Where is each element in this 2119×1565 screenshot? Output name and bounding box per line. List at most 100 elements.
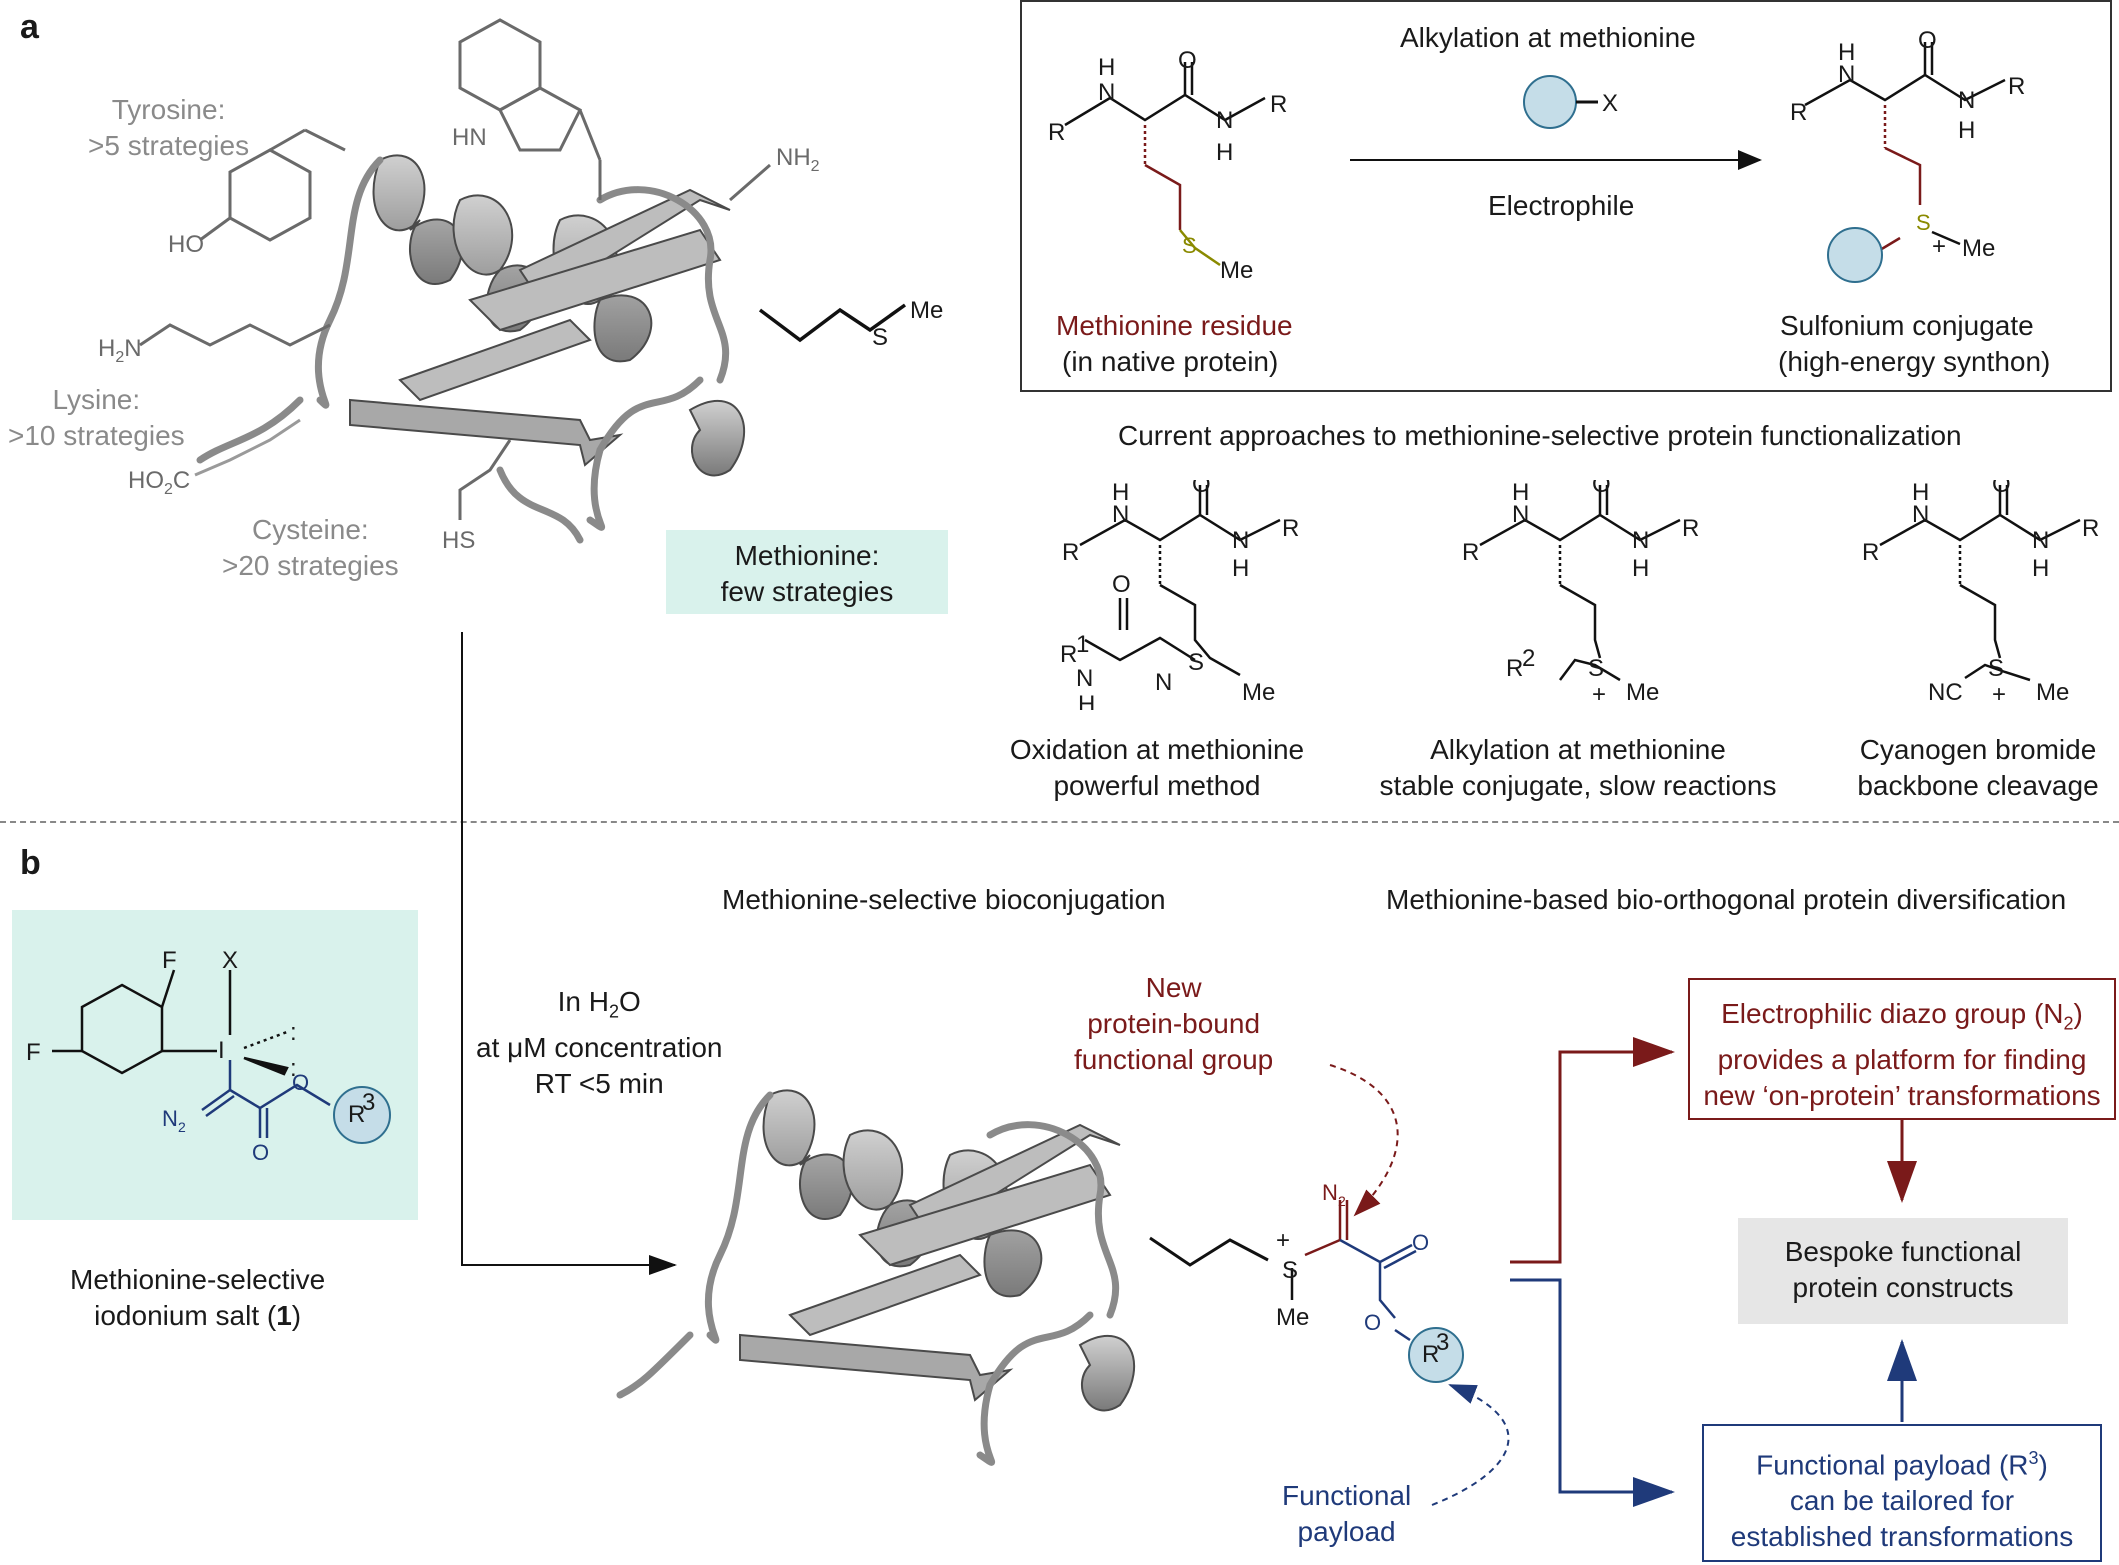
svg-text:N: N — [1322, 1180, 1338, 1205]
new-group-label: New protein-bound functional group — [1074, 970, 1273, 1078]
payload-line2: payload — [1297, 1516, 1396, 1547]
h2n-label: H2N — [98, 335, 142, 366]
svg-text:3: 3 — [362, 1089, 375, 1116]
svg-text:S: S — [1988, 655, 2004, 682]
svg-text:+: + — [1592, 681, 1606, 708]
diazo-line3: new ‘on-protein’ transformations — [1703, 1079, 2101, 1111]
svg-text:R: R — [1282, 515, 1299, 542]
reaction-scheme: X O N H R N H R S Me O N H R N H R S + M… — [1048, 27, 2025, 284]
approach-1-line1: Oxidation at methionine — [1009, 734, 1305, 765]
reagent-caption-line2: iodonium salt (1) — [70, 1298, 325, 1334]
svg-text:N: N — [1112, 501, 1129, 528]
svg-text:S: S — [1188, 649, 1204, 676]
ho2c-label: HO2C — [128, 467, 190, 498]
bioconjugation-title: Methionine-selective bioconjugation — [722, 884, 1166, 915]
reaction-title: Alkylation at methionine — [1400, 22, 1696, 53]
svg-text:O: O — [1992, 480, 2011, 498]
methionine-label: Methionine: few strategies — [666, 530, 948, 614]
svg-text:N: N — [1912, 501, 1929, 528]
reaction-arrow-label: Electrophile — [1488, 190, 1635, 221]
svg-text:2: 2 — [1522, 645, 1535, 672]
tyrosine-count: >5 strategies — [88, 130, 250, 161]
svg-text:O: O — [1178, 47, 1197, 74]
nh2-label: NH2 — [776, 144, 820, 175]
svg-text:S: S — [1916, 210, 1931, 235]
svg-text:+: + — [1992, 681, 2006, 708]
svg-text:S: S — [1282, 1257, 1298, 1284]
approach-3-line2: backbone cleavage — [1857, 770, 2099, 801]
lysine-label: Lysine: >10 strategies — [8, 382, 185, 454]
approach-1-caption: Oxidation at methionine powerful method — [1004, 732, 1310, 804]
reaction-box — [1020, 0, 2112, 392]
svg-text:+: + — [1932, 233, 1946, 260]
svg-text:H: H — [1232, 555, 1249, 582]
sulfonium-sub: (high-energy synthon) — [1778, 346, 2051, 377]
payload-box-line1-sup: 3 — [2028, 1448, 2039, 1468]
svg-text:NC: NC — [1928, 679, 1963, 706]
diazo-platform-box: Electrophilic diazo group (N2) provides … — [1688, 978, 2116, 1120]
svg-text::: : — [290, 1019, 297, 1046]
svg-text:N: N — [1838, 61, 1855, 88]
cysteine-count: >20 strategies — [222, 550, 399, 581]
svg-text:O: O — [292, 1070, 309, 1095]
approach-2-line1: Alkylation at methionine — [1430, 734, 1726, 765]
svg-text:R: R — [1048, 119, 1065, 146]
methionine-name: Methionine: — [734, 540, 880, 571]
methionine-residue-sub: (in native protein) — [1062, 346, 1279, 377]
svg-text:R: R — [1790, 99, 1807, 126]
cysteine-label: Cysteine: >20 strategies — [222, 512, 399, 584]
tyrosine-label: Tyrosine: >5 strategies — [88, 92, 249, 164]
new-group-line3: functional group — [1074, 1044, 1274, 1075]
approach-3-line1: Cyanogen bromide — [1859, 734, 2097, 765]
svg-text:Me: Me — [1962, 235, 1995, 262]
svg-text:H: H — [1632, 555, 1649, 582]
svg-text:X: X — [222, 947, 238, 974]
iodonium-reagent-box — [12, 910, 418, 1220]
svg-text:N: N — [2032, 527, 2049, 554]
svg-text:R: R — [1862, 539, 1879, 566]
svg-text:O: O — [1412, 1230, 1429, 1255]
reagent-caption: Methionine-selective iodonium salt (1) — [70, 1262, 325, 1334]
new-group-line2: protein-bound — [1087, 1008, 1261, 1039]
svg-text:R: R — [2082, 515, 2099, 542]
reagent-x: X — [1602, 90, 1618, 117]
svg-text:S: S — [1182, 233, 1197, 258]
reagent-caption-close: ) — [291, 1300, 302, 1331]
ho-label: HO — [168, 231, 204, 258]
payload-label: Functional payload — [1282, 1478, 1411, 1550]
svg-text:N: N — [1632, 527, 1649, 554]
svg-text:R: R — [1062, 539, 1079, 566]
payload-box-line3: established transformations — [1730, 1521, 2074, 1553]
svg-text:H: H — [1912, 480, 1929, 506]
cysteine-name: Cysteine: — [251, 514, 369, 545]
hn-label: HN — [452, 124, 487, 151]
payload-tailored-box: Functional payload (R3) can be tailored … — [1702, 1424, 2102, 1562]
bespoke-constructs-box: Bespoke functional protein constructs — [1738, 1218, 2068, 1324]
approach-1-line2: powerful method — [1053, 770, 1261, 801]
protein-cartoon-a: HO HN NH2 H2N HO2C HS S Me — [98, 18, 943, 554]
svg-text:H: H — [1112, 480, 1129, 506]
lysine-count: >10 strategies — [8, 420, 185, 451]
approaches-title: Current approaches to methionine-selecti… — [1118, 420, 1962, 451]
svg-text:O: O — [1192, 480, 1211, 498]
svg-text:R: R — [1422, 1341, 1439, 1368]
bespoke-line1: Bespoke functional — [1784, 1236, 2022, 1267]
conditions-solvent-end: O — [619, 986, 641, 1017]
panel-divider — [0, 821, 2119, 823]
svg-text:Me: Me — [1220, 257, 1253, 284]
svg-text:+: + — [1276, 1227, 1290, 1254]
svg-text:O: O — [1592, 480, 1611, 498]
svg-text:S: S — [1588, 655, 1604, 682]
svg-text:I: I — [218, 1037, 225, 1064]
svg-text:Me: Me — [2036, 679, 2069, 706]
svg-text:F: F — [162, 947, 177, 974]
diazo-line1: Electrophilic diazo group (N2) — [1690, 996, 2114, 1042]
panel-a-label: a — [20, 8, 39, 46]
svg-text:O: O — [1364, 1310, 1381, 1335]
svg-text:2: 2 — [1338, 1193, 1346, 1209]
conditions-solvent: In H — [557, 986, 610, 1017]
svg-text:R: R — [1462, 539, 1479, 566]
svg-text:N: N — [1512, 501, 1529, 528]
